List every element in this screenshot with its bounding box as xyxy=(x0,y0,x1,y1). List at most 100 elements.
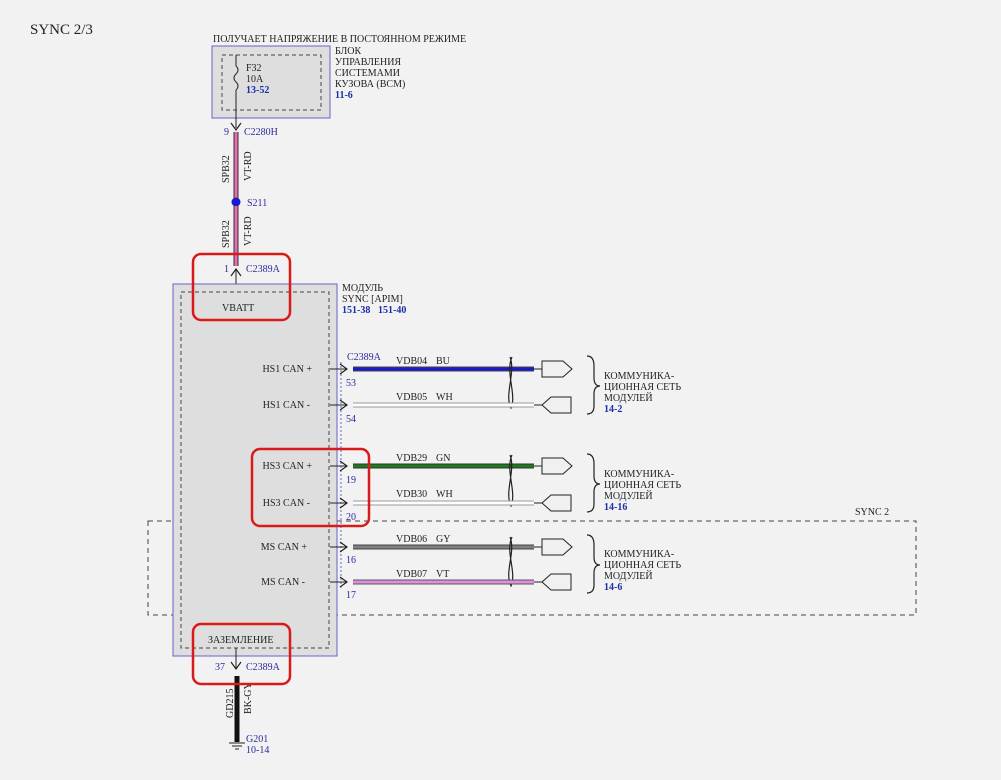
signal-color-code: GY xyxy=(436,534,450,545)
ground-point: G201 xyxy=(246,734,268,745)
connector-pointer-icon xyxy=(541,360,573,378)
network-group: КОММУНИКА- ЦИОННАЯ СЕТЬ МОДУЛЕЙ 14-2 xyxy=(586,355,681,415)
supply-top-connector: C2280H xyxy=(244,127,278,138)
bcm-label-2: УПРАВЛЕНИЯ xyxy=(335,57,401,68)
module-label-2: SYNC [APIM] xyxy=(342,294,403,305)
ground-label: ЗАЗЕМЛЕНИЕ xyxy=(208,635,273,646)
network-group: КОММУНИКА- ЦИОННАЯ СЕТЬ МОДУЛЕЙ 14-16 xyxy=(586,453,681,513)
network-line-3: МОДУЛЕЙ xyxy=(604,392,653,404)
signal-pin: 20 xyxy=(346,512,356,523)
fuse-symbol-icon xyxy=(233,65,239,91)
signal-row: HS3 CAN + 19 VDB29 GN xyxy=(262,453,573,508)
splice-label: S211 xyxy=(247,198,267,209)
page-title: SYNC 2/3 xyxy=(30,22,93,38)
brace-icon xyxy=(586,453,601,513)
signal-label: MS CAN + xyxy=(261,542,308,553)
supply-color-2: VT-RD xyxy=(243,216,254,246)
supply-bottom-pin: 1 xyxy=(224,264,229,275)
network-line-2: ЦИОННАЯ СЕТЬ xyxy=(604,480,681,491)
network-line-1: КОММУНИКА- xyxy=(604,469,674,480)
ground-color: BK-GY xyxy=(243,682,254,714)
supply-note: ПОЛУЧАЕТ НАПРЯЖЕНИЕ В ПОСТОЯННОМ РЕЖИМЕ xyxy=(213,34,466,45)
connector-arrow-top-icon xyxy=(230,122,242,132)
network-line-3: МОДУЛЕЙ xyxy=(604,570,653,582)
bcm-label-3: СИСТЕМАМИ xyxy=(335,68,400,79)
connector-pointer-icon xyxy=(541,538,573,556)
signal-color-code: GN xyxy=(436,453,450,464)
fuse-id: F32 xyxy=(246,63,262,74)
ground-pin: 37 xyxy=(215,662,225,673)
network-ref: 14-16 xyxy=(604,502,627,513)
splice-dot xyxy=(231,197,241,207)
supply-top-pin: 9 xyxy=(224,127,229,138)
signal-row: MS CAN + 16 VDB06 GY xyxy=(261,534,573,588)
fuse-ref: 13-52 xyxy=(246,85,269,96)
network-ref: 14-6 xyxy=(604,582,622,593)
module-ref-1: 151-38 xyxy=(342,305,370,316)
signal-color-code: WH xyxy=(436,489,453,500)
signal-label: HS3 CAN + xyxy=(262,461,312,472)
supply-circuit-2: SPB32 xyxy=(221,220,232,248)
module-box xyxy=(172,283,338,657)
signal-arrow-icon xyxy=(339,363,349,375)
signal-row: HS3 CAN - 20 VDB30 WH xyxy=(263,489,572,523)
sync2-region xyxy=(147,520,917,616)
module-inner-box xyxy=(180,291,330,649)
signal-circuit: VDB06 xyxy=(396,534,427,545)
ground-connector: C2389A xyxy=(246,662,281,673)
signal-label: HS1 CAN - xyxy=(263,400,310,411)
twist-icon xyxy=(508,536,514,588)
connector-pointer-icon xyxy=(541,494,572,512)
highlight-ground xyxy=(191,622,292,686)
signal-arrow-icon xyxy=(339,576,349,588)
signal-circuit: VDB05 xyxy=(396,392,427,403)
module-ref-2: 151-40 xyxy=(378,305,406,316)
bcm-label-1: БЛОК xyxy=(335,46,361,57)
supply-circuit-1: SPB32 xyxy=(221,155,232,183)
network-line-2: ЦИОННАЯ СЕТЬ xyxy=(604,560,681,571)
signal-color-code: WH xyxy=(436,392,453,403)
supply-color-1: VT-RD xyxy=(243,151,254,181)
connector-arrow-ground-icon xyxy=(230,661,242,671)
module-label-1: МОДУЛЬ xyxy=(342,283,383,294)
connector-pointer-icon xyxy=(541,396,572,414)
signal-pin: 16 xyxy=(346,555,356,566)
connector-pointer-icon xyxy=(541,573,572,591)
signal-circuit: VDB29 xyxy=(396,453,427,464)
ground-circuit: GD215 xyxy=(225,689,236,718)
ground-ref: 10-14 xyxy=(246,745,269,756)
brace-icon xyxy=(586,534,601,594)
signal-row: HS1 CAN - 54 VDB05 WH xyxy=(263,392,572,425)
network-group: КОММУНИКА- ЦИОННАЯ СЕТЬ МОДУЛЕЙ 14-6 xyxy=(586,534,681,594)
network-line-1: КОММУНИКА- xyxy=(604,371,674,382)
highlight-hs3-can xyxy=(250,447,371,528)
connector-pointer-icon xyxy=(541,457,573,475)
signal-arrow-icon xyxy=(339,497,349,509)
signal-pin: 53 xyxy=(346,378,356,389)
supply-bottom-connector: C2389A xyxy=(246,264,281,275)
network-line-2: ЦИОННАЯ СЕТЬ xyxy=(604,382,681,393)
sync2-label: SYNC 2 xyxy=(855,507,889,518)
signal-arrow-icon xyxy=(339,541,349,553)
fuse-rating: 10A xyxy=(246,74,264,85)
signal-pin: 19 xyxy=(346,475,356,486)
signal-pin: 17 xyxy=(346,590,356,601)
signal-circuit: VDB30 xyxy=(396,489,427,500)
highlight-vbatt xyxy=(191,252,292,322)
bcm-label-4: КУЗОВА (BCM) xyxy=(335,79,405,90)
brace-icon xyxy=(586,355,601,415)
network-ref: 14-2 xyxy=(604,404,622,415)
signal-pin: 54 xyxy=(346,414,356,425)
signal-row: MS CAN - 17 VDB07 VT xyxy=(261,569,572,601)
signal-arrow-icon xyxy=(339,399,349,411)
signal-color-code: VT xyxy=(436,569,449,580)
signal-color-code: BU xyxy=(436,356,451,367)
signal-label: MS CAN - xyxy=(261,577,305,588)
twist-icon xyxy=(508,454,514,508)
signal-row: HS1 CAN + 53 VDB04 BU xyxy=(262,356,573,410)
signal-circuit: VDB07 xyxy=(396,569,427,580)
bcm-inner-box xyxy=(221,54,322,111)
bcm-ref: 11-6 xyxy=(335,90,353,101)
network-line-1: КОММУНИКА- xyxy=(604,549,674,560)
